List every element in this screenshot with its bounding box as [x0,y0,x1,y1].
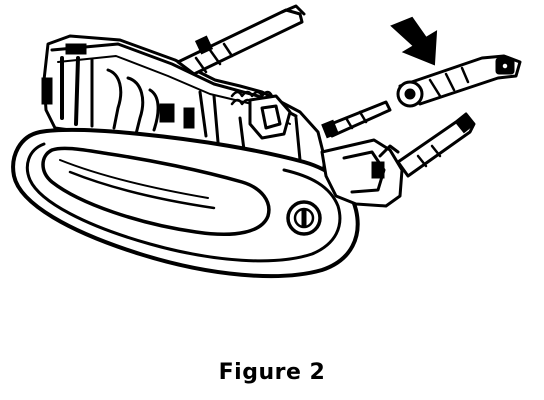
upper-link-rod [176,4,306,76]
indicator-arrow-icon [390,16,438,66]
exploded-fastener-bolt [396,54,522,108]
exterior-handle-bezel [11,127,360,279]
lock-cylinder-housing [320,138,404,208]
door-handle-assembly-illustration [11,4,522,279]
retaining-clip [321,100,392,139]
figure-caption: Figure 2 [218,360,326,385]
handle-mechanism-housing [41,34,327,180]
lower-actuator-rod [396,112,476,178]
